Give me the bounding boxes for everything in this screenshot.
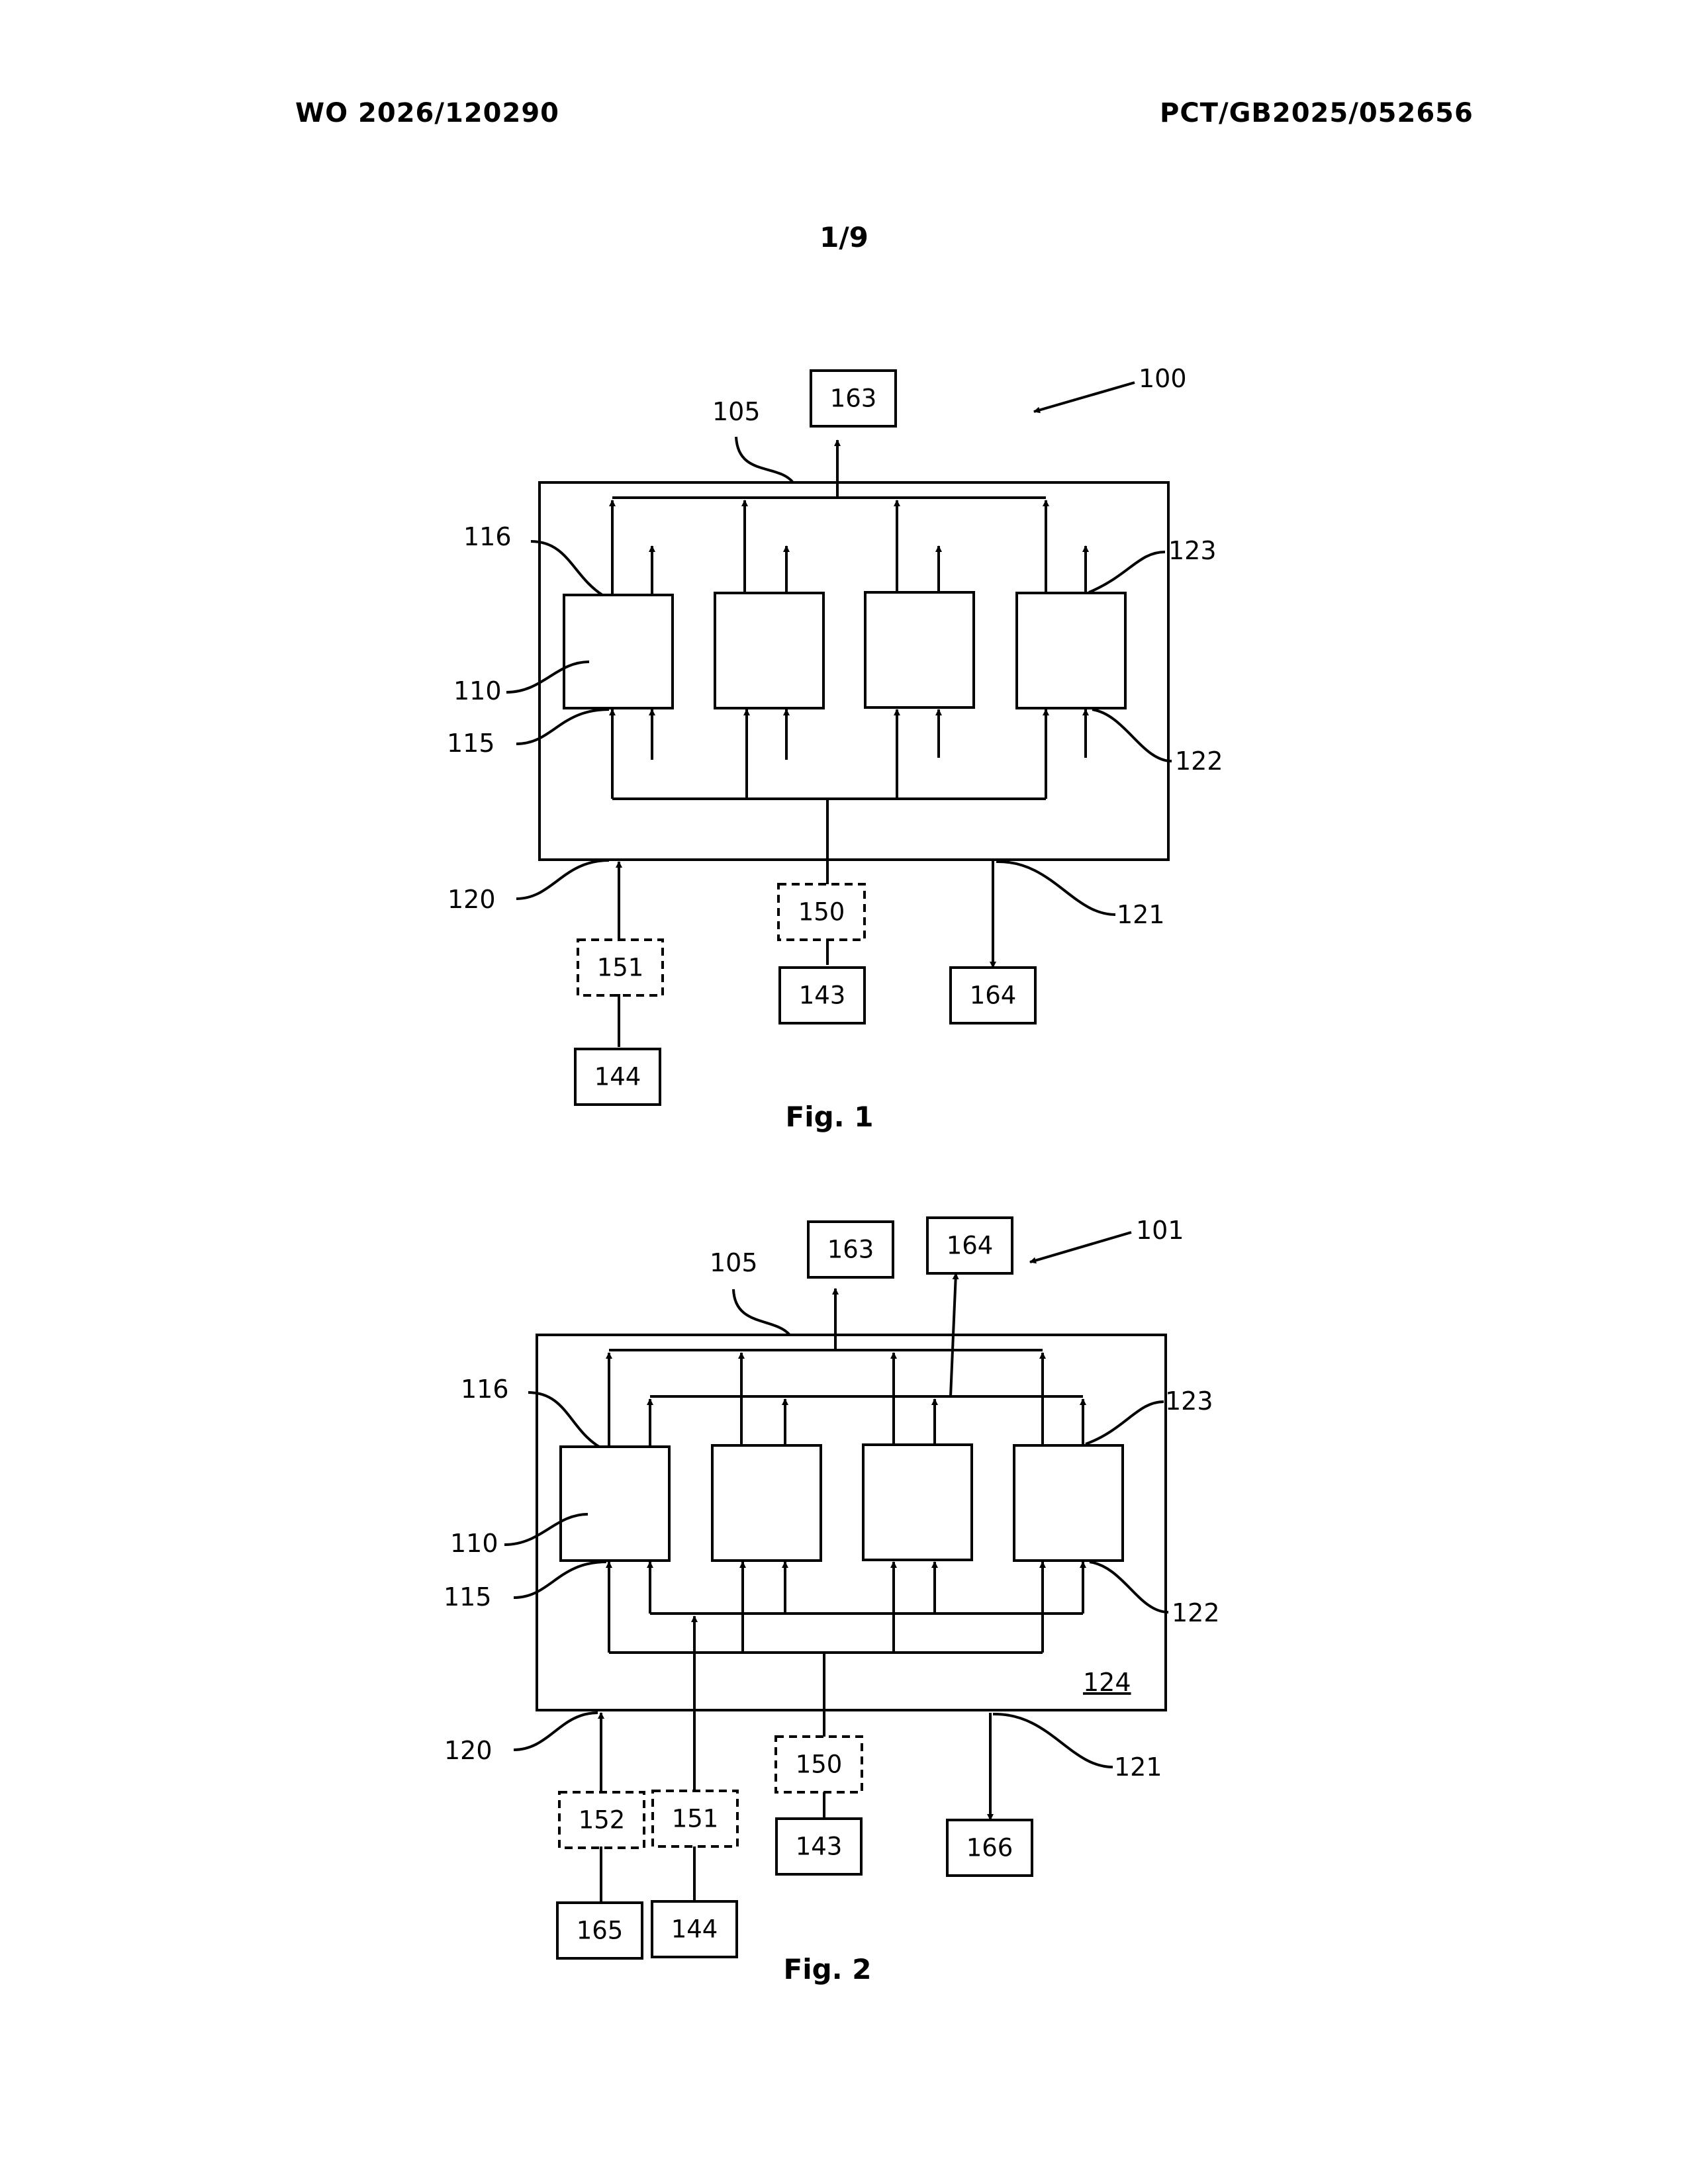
module-block-3: [865, 592, 974, 707]
module-block-2: [715, 593, 823, 708]
box-144-label: 144: [594, 1063, 641, 1091]
box-164-label: 164: [970, 981, 1017, 1010]
label-121: 121: [1117, 900, 1165, 929]
label-110-fig2: 110: [450, 1529, 498, 1558]
box-150-fig2-label: 150: [796, 1751, 843, 1779]
module-block-1-fig2: [561, 1447, 669, 1561]
label-105: 105: [712, 397, 761, 426]
box-144-fig2-label: 144: [671, 1915, 718, 1944]
box-151-label: 151: [597, 954, 644, 982]
label-122-fig2: 122: [1172, 1598, 1220, 1627]
figure-1-labels: 100 105 116 123 110 115 122 120 121 163 …: [447, 364, 1223, 1133]
module-block-4: [1017, 593, 1125, 708]
label-121-fig2: 121: [1114, 1752, 1162, 1782]
box-164-fig2-label: 164: [947, 1232, 994, 1260]
module-block-4-fig2: [1014, 1445, 1123, 1561]
box-143-label: 143: [799, 981, 846, 1010]
module-block-1: [564, 595, 673, 708]
label-116: 116: [463, 522, 512, 551]
label-123: 123: [1168, 536, 1217, 565]
box-163-fig2-label: 163: [827, 1236, 874, 1264]
label-124: 124: [1083, 1668, 1131, 1697]
figure-2-caption: Fig. 2: [784, 1953, 872, 1985]
box-166-label: 166: [966, 1834, 1013, 1862]
label-115-fig2: 115: [444, 1582, 492, 1612]
enclosure-105: [539, 482, 1168, 860]
figure-2-labels: 101 105 116 123 110 115 122 124 120 121 …: [444, 1216, 1220, 1985]
box-150-label: 150: [798, 898, 845, 927]
label-105-fig2: 105: [710, 1248, 758, 1277]
label-122: 122: [1175, 747, 1223, 776]
label-115: 115: [447, 729, 495, 758]
label-123-fig2: 123: [1165, 1387, 1213, 1416]
figure-1-caption: Fig. 1: [786, 1101, 874, 1133]
box-152-label: 152: [579, 1806, 626, 1835]
ref-numeral-101: 101: [1136, 1216, 1184, 1245]
label-116-fig2: 116: [461, 1375, 509, 1404]
box-163-label: 163: [830, 385, 877, 413]
box-151-fig2-label: 151: [672, 1805, 719, 1833]
box-143-fig2-label: 143: [796, 1833, 843, 1861]
label-120: 120: [447, 885, 496, 914]
module-block-3-fig2: [863, 1445, 972, 1560]
label-120-fig2: 120: [444, 1736, 492, 1765]
module-block-2-fig2: [712, 1445, 821, 1561]
box-165-label: 165: [577, 1917, 624, 1945]
ref-numeral-100: 100: [1139, 364, 1187, 393]
label-110: 110: [453, 676, 502, 705]
